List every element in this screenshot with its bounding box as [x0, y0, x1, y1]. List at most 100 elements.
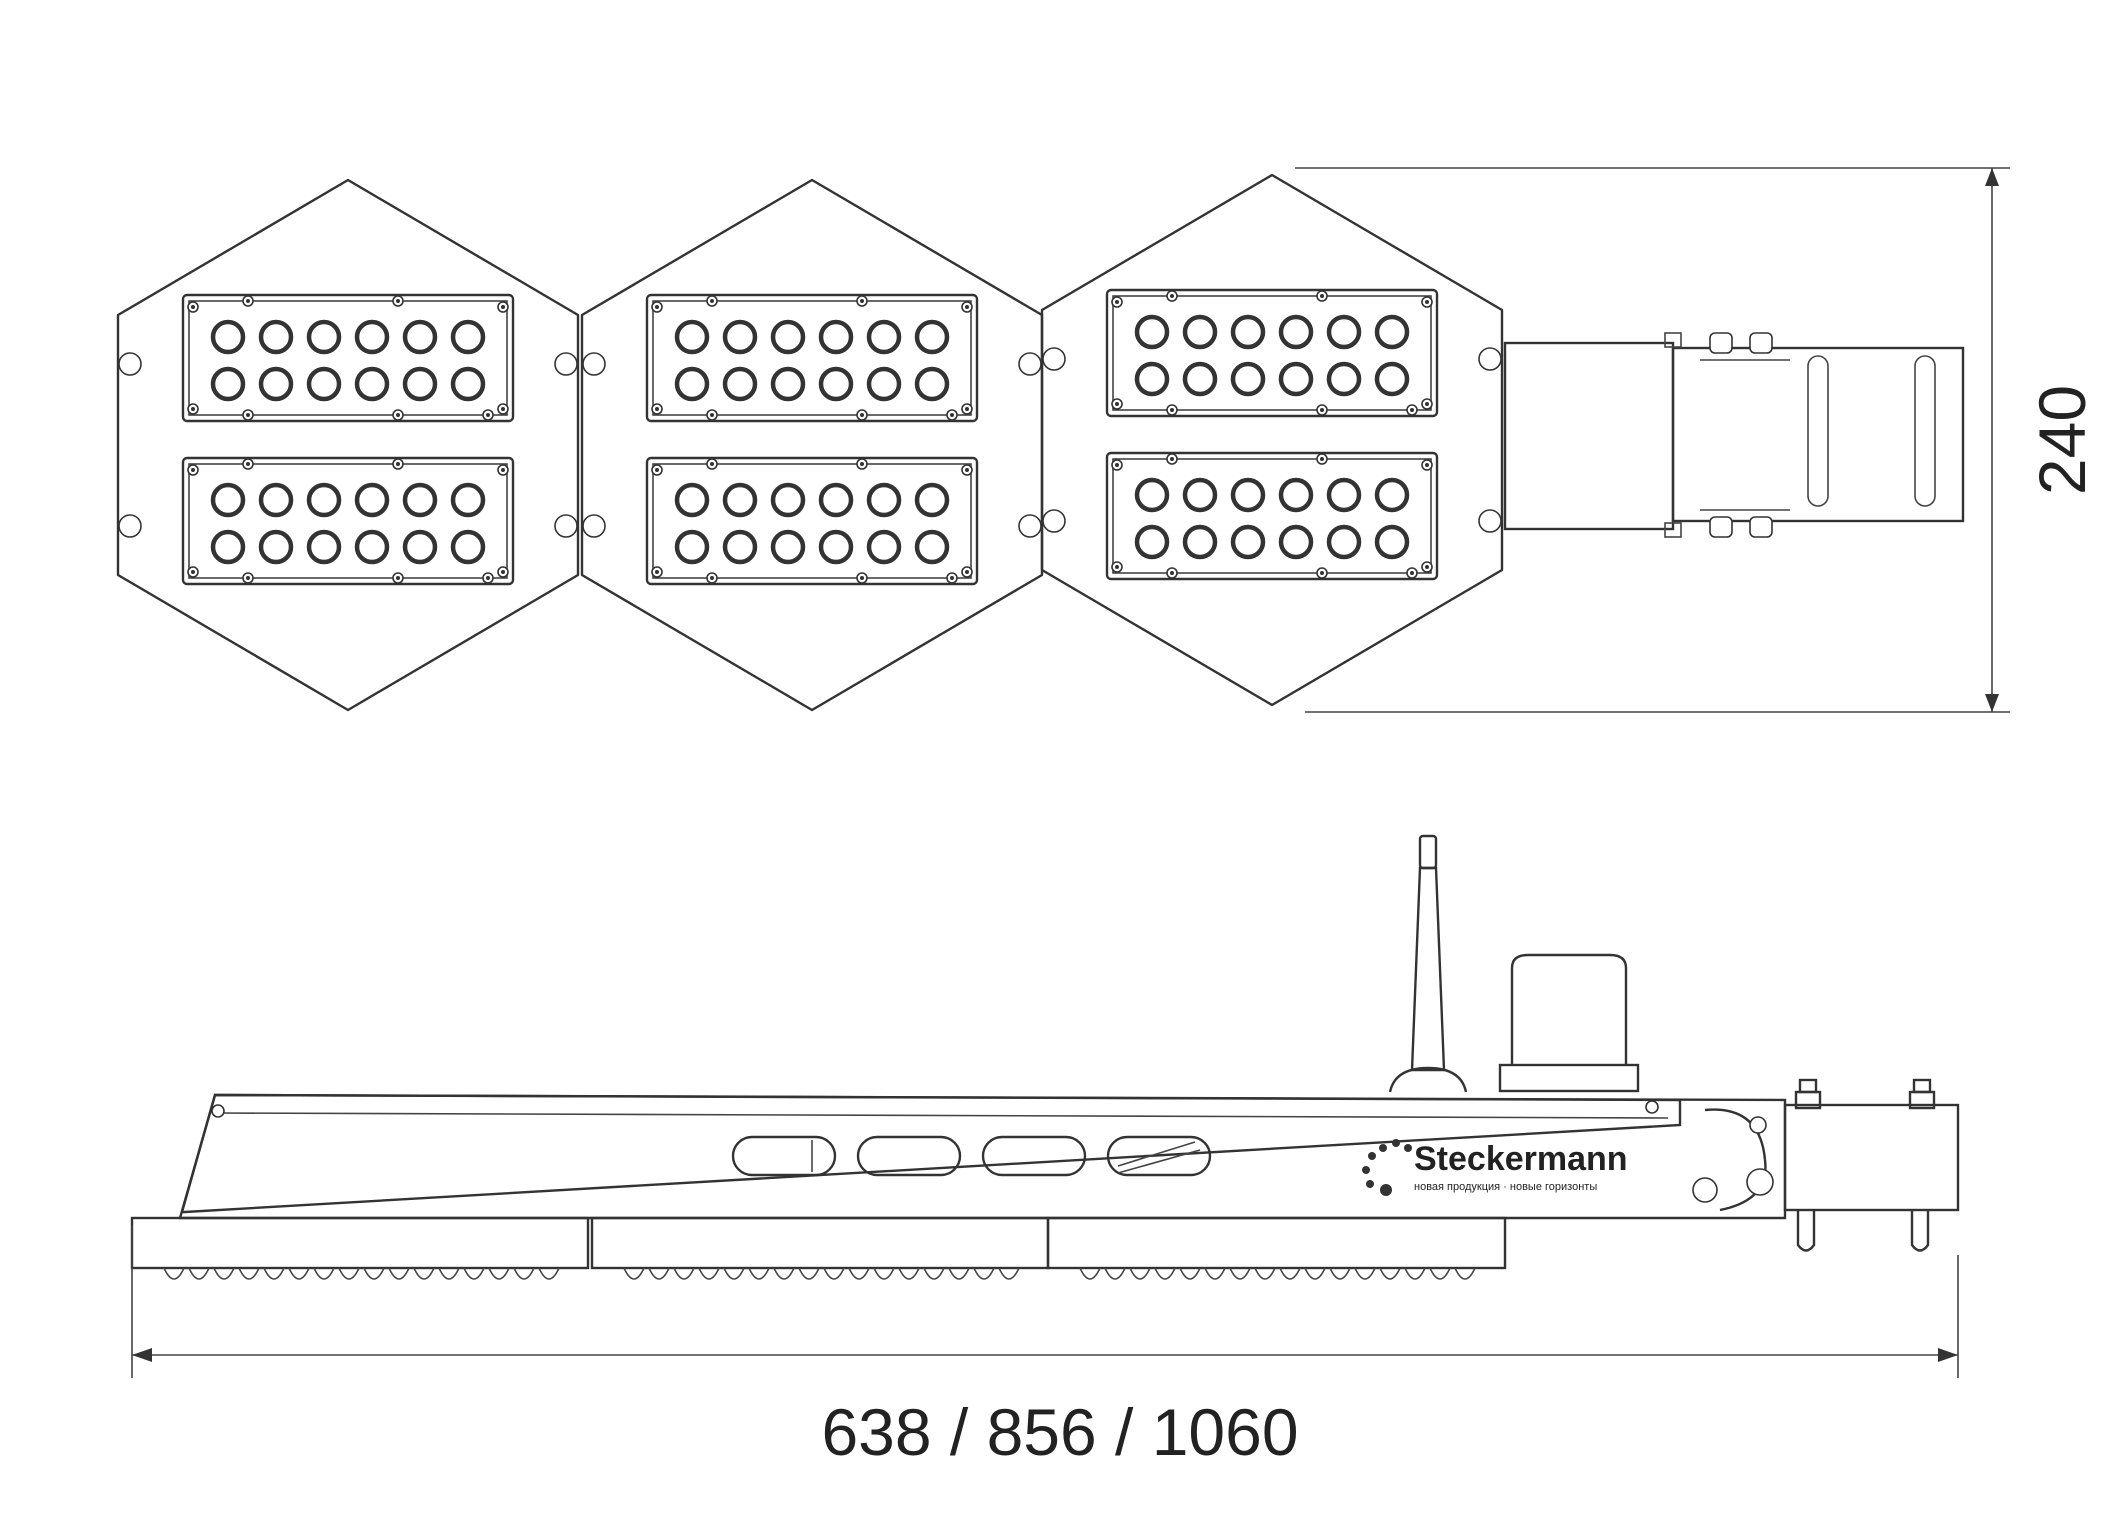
- mount-hole: [554, 352, 578, 376]
- hexagon-module: [1040, 173, 1504, 707]
- led-lens: [402, 482, 438, 518]
- led-lens: [1326, 477, 1362, 513]
- led-lens: [674, 482, 710, 518]
- led-lens: [1374, 314, 1410, 350]
- led-lens: [770, 366, 806, 402]
- led-lens: [1278, 477, 1314, 513]
- hexagon-module: [580, 178, 1044, 712]
- mount-hole: [118, 514, 142, 538]
- mount-hole: [1478, 347, 1502, 371]
- led-lens: [1326, 361, 1362, 397]
- led-lens: [1278, 524, 1314, 560]
- led-lens: [450, 529, 486, 565]
- mount-hole: [118, 352, 142, 376]
- led-lens: [1182, 477, 1218, 513]
- led-lens: [1374, 477, 1410, 513]
- led-lens: [306, 529, 342, 565]
- hexagon-module: [116, 178, 580, 712]
- led-lens: [306, 319, 342, 355]
- led-lens: [210, 529, 246, 565]
- led-lens: [402, 366, 438, 402]
- mount-hole: [1018, 514, 1042, 538]
- led-lens: [866, 529, 902, 565]
- led-lens: [258, 482, 294, 518]
- led-board: [1105, 288, 1439, 418]
- led-lens: [914, 482, 950, 518]
- led-lens: [450, 319, 486, 355]
- led-lens: [818, 482, 854, 518]
- led-board: [645, 293, 979, 423]
- led-lens: [354, 529, 390, 565]
- led-lens: [1230, 314, 1266, 350]
- led-lens: [914, 529, 950, 565]
- housing-body: [178, 1093, 1787, 1220]
- led-board: [645, 456, 979, 586]
- led-board: [1105, 451, 1439, 581]
- side-module: [590, 1216, 1050, 1280]
- brand-logo-text: Steckermann: [1414, 1140, 1628, 1178]
- height-dimension-label: 240: [2025, 385, 2099, 495]
- led-lens: [674, 366, 710, 402]
- led-lens: [770, 482, 806, 518]
- led-lens: [354, 366, 390, 402]
- side-module: [1046, 1216, 1507, 1280]
- led-board: [181, 293, 515, 423]
- led-lens: [866, 366, 902, 402]
- mounting-bracket-top: [1503, 332, 1965, 538]
- led-lens: [1374, 524, 1410, 560]
- led-board: [181, 456, 515, 586]
- led-lens: [258, 529, 294, 565]
- led-lens: [674, 529, 710, 565]
- luminaire-side-view: Steckermann новая продукция · новые гори…: [130, 834, 1960, 1280]
- led-lens: [914, 366, 950, 402]
- led-modules: [116, 173, 1504, 712]
- led-lens: [1278, 314, 1314, 350]
- led-lens: [1230, 361, 1266, 397]
- led-lens: [722, 366, 758, 402]
- height-dimension: [1295, 167, 2010, 713]
- mount-hole: [1018, 352, 1042, 376]
- luminaire-top-view: 240: [116, 167, 2099, 713]
- led-lens: [722, 319, 758, 355]
- led-module-side-strip: [130, 1216, 1507, 1280]
- led-lens: [866, 319, 902, 355]
- antenna: [1388, 834, 1468, 1093]
- mount-hole: [1042, 509, 1066, 533]
- width-dimension: [131, 1225, 1959, 1378]
- led-lens: [210, 319, 246, 355]
- led-lens: [1134, 524, 1170, 560]
- led-lens: [1134, 314, 1170, 350]
- led-lens: [722, 529, 758, 565]
- led-lens: [402, 529, 438, 565]
- mount-hole: [1042, 347, 1066, 371]
- led-lens: [1182, 524, 1218, 560]
- led-lens: [818, 529, 854, 565]
- beacon-lamp: [1498, 953, 1640, 1093]
- led-lens: [1230, 477, 1266, 513]
- led-lens: [818, 319, 854, 355]
- mount-hole: [582, 514, 606, 538]
- mount-hole: [1478, 509, 1502, 533]
- mount-hole: [554, 514, 578, 538]
- led-lens: [770, 319, 806, 355]
- led-lens: [1134, 361, 1170, 397]
- side-module: [130, 1216, 590, 1280]
- led-lens: [722, 482, 758, 518]
- led-lens: [1134, 477, 1170, 513]
- led-lens: [1326, 524, 1362, 560]
- width-dimension-label: 638 / 856 / 1060: [821, 1395, 1298, 1469]
- mounting-bracket-side: [1692, 1078, 1960, 1252]
- led-lens: [674, 319, 710, 355]
- led-lens: [354, 319, 390, 355]
- led-lens: [1230, 524, 1266, 560]
- led-lens: [258, 366, 294, 402]
- led-lens: [1374, 361, 1410, 397]
- led-lens: [210, 482, 246, 518]
- led-lens: [306, 482, 342, 518]
- led-lens: [258, 319, 294, 355]
- led-lens: [770, 529, 806, 565]
- led-lens: [402, 319, 438, 355]
- brand-logo: Steckermann новая продукция · новые гори…: [1362, 1139, 1628, 1196]
- led-lens: [1278, 361, 1314, 397]
